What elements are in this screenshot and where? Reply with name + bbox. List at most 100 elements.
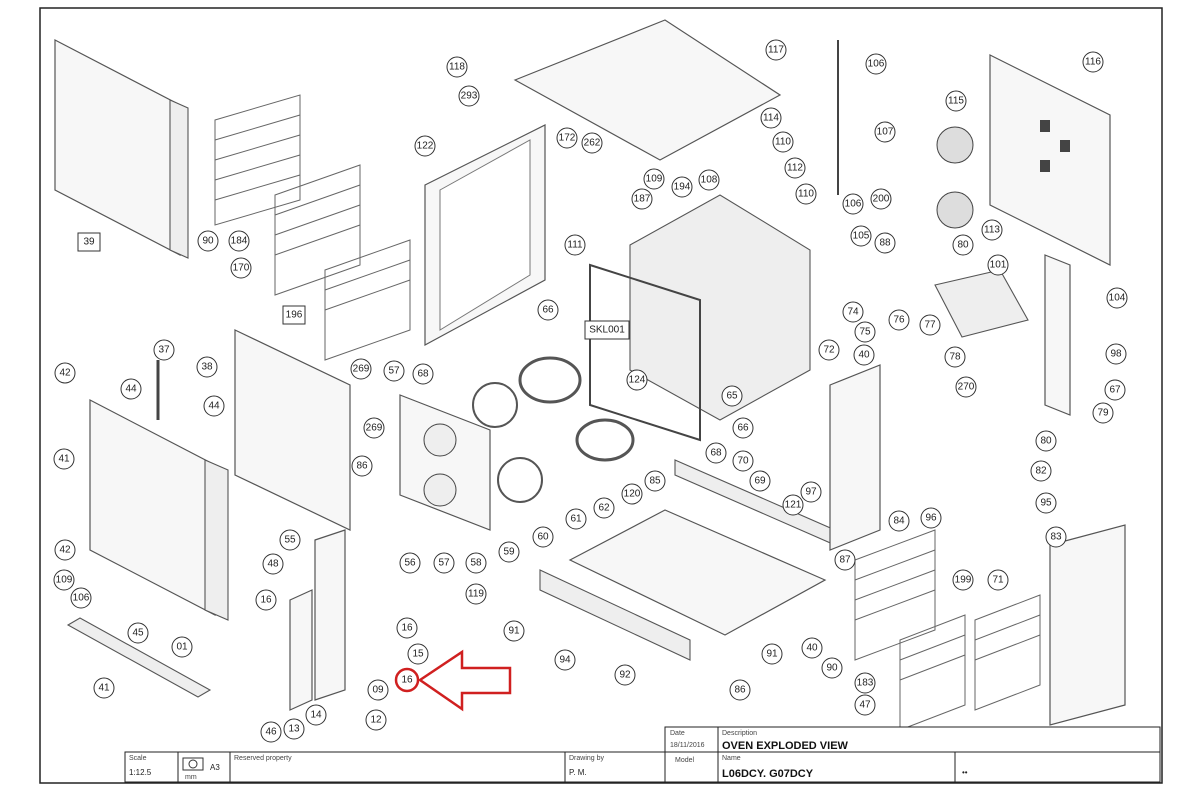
callout-label: 74 — [847, 307, 859, 318]
callout-label: 111 — [567, 240, 583, 251]
callout-circle — [705, 442, 727, 464]
name-value: L06DCY. G07DCY — [722, 768, 814, 780]
highlight-arrow: 16 — [394, 649, 512, 712]
callout-circle — [729, 679, 751, 701]
callout-circle — [952, 234, 974, 256]
callout-circle — [631, 188, 653, 210]
callout-label: 58 — [470, 558, 482, 569]
callout-label: 69 — [754, 476, 766, 487]
callout-label: 12 — [370, 715, 382, 726]
callout-label: 91 — [508, 626, 520, 637]
callout-circle — [795, 183, 817, 205]
callout-label: 170 — [233, 263, 250, 274]
callout-circle — [842, 193, 864, 215]
title-block — [124, 726, 1161, 783]
callout-label: 68 — [417, 369, 429, 380]
callout-circle — [834, 549, 856, 571]
callout-label: 86 — [356, 461, 368, 472]
drawing-by-label: Drawing by — [569, 755, 605, 762]
callout-label: 92 — [619, 670, 631, 681]
callout-circle — [784, 157, 806, 179]
callout-label: 80 — [957, 240, 969, 251]
description-value: OVEN EXPLODED VIEW — [722, 740, 849, 752]
callout-label: 106 — [73, 593, 90, 604]
callout-circle — [874, 121, 896, 143]
callout-circle — [255, 589, 277, 611]
callout-label: 56 — [404, 558, 416, 569]
callout-circle — [446, 56, 468, 78]
callout-label: 47 — [859, 700, 871, 711]
callout-label: 124 — [629, 375, 646, 386]
callout-circle — [433, 552, 455, 574]
callout-label: 113 — [984, 225, 1000, 236]
highlighted-callout-label: 16 — [401, 675, 413, 686]
callout-label: 14 — [310, 710, 322, 721]
callout-circle — [537, 299, 559, 321]
callout-label: 61 — [570, 514, 582, 525]
callout-circle — [70, 587, 92, 609]
callout-circle — [765, 39, 787, 61]
callout-circle — [671, 176, 693, 198]
callout-circle — [230, 257, 252, 279]
callout-circle — [127, 622, 149, 644]
callout-circle — [351, 455, 373, 477]
callout-circle — [363, 417, 385, 439]
callout-circle — [228, 230, 250, 252]
callout-label: SKL001 — [589, 325, 625, 336]
callout-label: 98 — [1110, 349, 1122, 360]
callout-circle — [643, 168, 665, 190]
callout-label: 200 — [873, 194, 890, 205]
callout-circle — [554, 649, 576, 671]
callout-circle — [564, 234, 586, 256]
callout-label: 77 — [924, 320, 936, 331]
callout-label: 16 — [260, 595, 272, 606]
callout-circle — [854, 321, 876, 343]
callout-label: 269 — [366, 423, 383, 434]
callout-circle — [365, 709, 387, 731]
callout-label: 269 — [353, 364, 370, 375]
callout-circle — [407, 643, 429, 665]
callout-circle — [53, 569, 75, 591]
callout-label: 62 — [598, 503, 610, 514]
callout-circle — [367, 679, 389, 701]
callout-label: 95 — [1040, 498, 1052, 509]
callout-circle — [414, 135, 436, 157]
callout-circle — [853, 344, 875, 366]
callout-circle — [888, 309, 910, 331]
callout-circle — [197, 230, 219, 252]
callout-label: 262 — [584, 138, 601, 149]
callout-label: 15 — [412, 649, 424, 660]
callout-circle — [1082, 51, 1104, 73]
callout-label: 122 — [417, 141, 434, 152]
callout-circle — [920, 507, 942, 529]
callout-circle — [1106, 287, 1128, 309]
callout-label: 83 — [1050, 532, 1062, 543]
callout-circle — [581, 132, 603, 154]
callout-box — [77, 232, 101, 252]
callout-label: 60 — [537, 532, 549, 543]
callout-label: 41 — [58, 454, 70, 465]
callout-circle — [565, 508, 587, 530]
callout-label: 109 — [56, 575, 73, 586]
callout-circle — [698, 169, 720, 191]
callout-circle — [614, 664, 636, 686]
description-label: Description — [722, 730, 757, 737]
callout-circle — [945, 90, 967, 112]
callout-label: 94 — [559, 655, 571, 666]
callout-label: 110 — [798, 189, 814, 200]
callout-label: 09 — [372, 685, 384, 696]
callout-label: 79 — [1097, 408, 1109, 419]
callout-label: 105 — [853, 231, 870, 242]
callout-circle — [399, 552, 421, 574]
reserved-label: Reserved property — [234, 755, 292, 762]
callout-label: 42 — [59, 545, 71, 556]
name-label: Name — [722, 755, 741, 762]
callout-label: 110 — [775, 137, 791, 148]
callout-label: 38 — [201, 362, 213, 373]
callout-label: 108 — [701, 175, 718, 186]
callout-circle — [644, 470, 666, 492]
callout-label: 106 — [845, 199, 862, 210]
callout-label: 37 — [158, 345, 170, 356]
callout-label: 45 — [132, 628, 144, 639]
